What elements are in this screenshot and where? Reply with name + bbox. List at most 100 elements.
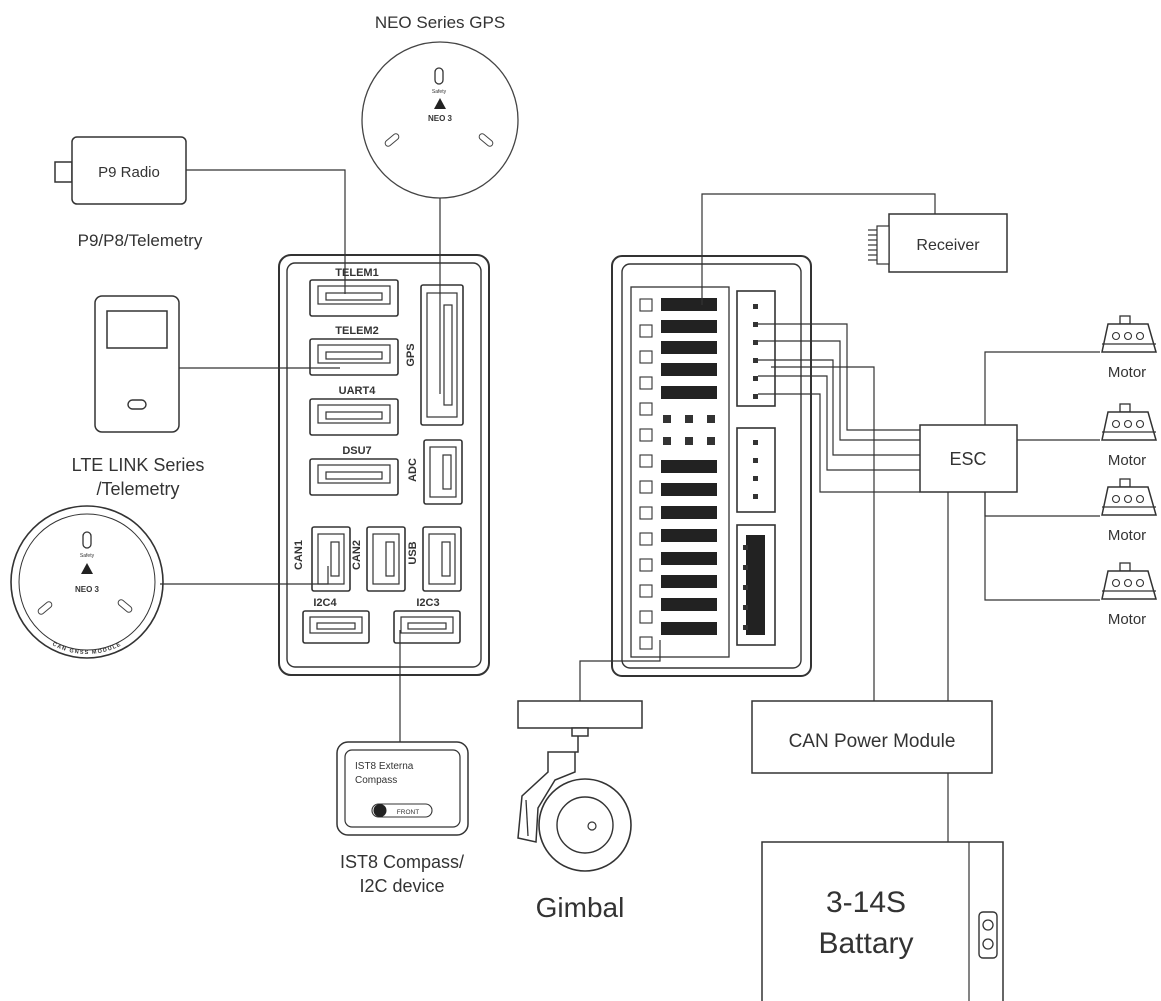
gps-port: [420, 284, 464, 426]
lte-caption-2: /Telemetry: [96, 479, 179, 499]
svg-text:Safety: Safety: [432, 89, 447, 95]
io-dot: [663, 437, 671, 445]
motor-label: Motor: [1108, 611, 1146, 628]
connector-pin: [743, 585, 748, 590]
port-label-gps: GPS: [405, 343, 417, 366]
connector-pin: [743, 545, 748, 550]
battery: 3-14S Battary: [761, 841, 1004, 1001]
can2-port: [366, 526, 406, 592]
neo3-label: NEO 3: [428, 114, 453, 123]
p9-radio: P9 Radio P9/P8/Telemetry: [54, 136, 203, 250]
io-dot: [707, 415, 715, 423]
p9-radio-label: P9 Radio: [98, 164, 160, 181]
motor-1: Motor: [1101, 315, 1157, 381]
connector-pin: [753, 394, 758, 399]
io-channel-square: [639, 636, 653, 650]
io-dot: [663, 415, 671, 423]
port-label-usb: USB: [407, 541, 419, 564]
uart4-port: [309, 398, 399, 436]
esc-label: ESC: [949, 449, 986, 469]
compass-label-1: IST8 Externa: [355, 761, 414, 772]
io-channel-bar: [661, 529, 717, 542]
connector-pin: [753, 322, 758, 327]
lte-link-device: LTE LINK Series /Telemetry: [72, 295, 205, 499]
io-channel-square: [639, 428, 653, 442]
receiver-label: Receiver: [916, 237, 980, 254]
io-channel-bar: [661, 320, 717, 333]
io-dot: [685, 437, 693, 445]
adc-port: [423, 439, 463, 505]
port-label-i2c4: I2C4: [313, 597, 337, 609]
io-channel-square: [639, 376, 653, 390]
telem2-port: [309, 338, 399, 376]
flight-controller: TELEM1 TELEM2 UART4 DSU7: [278, 254, 490, 676]
p9-caption: P9/P8/Telemetry: [78, 231, 203, 250]
compass-caption-2: I2C device: [359, 876, 444, 896]
compass-caption-1: IST8 Compass/: [340, 852, 464, 872]
svg-text:Safety: Safety: [80, 553, 95, 559]
connector-pin: [753, 376, 758, 381]
arrow-icon: [434, 98, 446, 109]
arrow-icon: [81, 563, 93, 574]
io-channel-bar: [661, 386, 717, 399]
connector-pin: [753, 440, 758, 445]
gimbal-label: Gimbal: [536, 892, 625, 923]
io-board: [611, 255, 812, 677]
motor-label: Motor: [1108, 452, 1146, 469]
right-wiring: [579, 193, 1100, 842]
port-label-adc: ADC: [407, 458, 419, 482]
connector-pin: [743, 605, 748, 610]
compass-front: FRONT: [397, 809, 419, 816]
port-label-uart4: UART4: [339, 385, 377, 397]
connector-pin: [753, 494, 758, 499]
io-channel-square: [639, 532, 653, 546]
connector-pin: [743, 625, 748, 630]
gimbal: Gimbal: [517, 700, 643, 923]
io-channel-square: [639, 610, 653, 624]
io-channel-square: [639, 558, 653, 572]
battery-label-2: Battary: [818, 927, 913, 960]
port-label-dsu7: DSU7: [342, 445, 371, 457]
io-dot: [707, 437, 715, 445]
io-channel-bar: [661, 575, 717, 588]
io-channel-bar: [661, 483, 717, 496]
usb-port: [422, 526, 462, 592]
port-label-can2: CAN2: [351, 540, 363, 570]
io-channel-square: [639, 584, 653, 598]
motor-2: Motor: [1101, 403, 1157, 469]
io-channel-bar: [661, 598, 717, 611]
connector-pin: [753, 476, 758, 481]
motor-3: Motor: [1101, 478, 1157, 544]
io-channel-square: [639, 402, 653, 416]
io-channel-square: [639, 506, 653, 520]
receiver: Receiver: [868, 213, 1008, 273]
connector-pin: [753, 458, 758, 463]
io-channel-square: [639, 298, 653, 312]
io-channel-square: [639, 480, 653, 494]
port-label-i2c3: I2C3: [416, 597, 439, 609]
motor-label: Motor: [1108, 527, 1146, 544]
io-dot: [685, 415, 693, 423]
connector-pin: [753, 358, 758, 363]
io-channel-bar: [661, 363, 717, 376]
io-channel-bar: [661, 506, 717, 519]
io-channel-square: [639, 324, 653, 338]
port-label-can1: CAN1: [293, 540, 305, 570]
can1-port: [311, 526, 351, 592]
neo3pro-label: NEO 3: [75, 585, 100, 594]
io-channel-square: [639, 350, 653, 364]
esc: ESC: [919, 424, 1018, 493]
io-channel-bar: [661, 552, 717, 565]
left-wiring: [160, 169, 441, 742]
io-channel-bar: [661, 622, 717, 635]
io-channel-bar: [661, 298, 717, 311]
io-channel-bar: [661, 341, 717, 354]
connector-pin: [743, 565, 748, 570]
lte-caption-1: LTE LINK Series: [72, 455, 205, 475]
telem1-port: [309, 279, 399, 317]
connector-pin: [753, 304, 758, 309]
battery-label-1: 3-14S: [826, 886, 906, 919]
can-power-module: CAN Power Module: [751, 700, 993, 774]
i2c3-port: [393, 610, 461, 644]
